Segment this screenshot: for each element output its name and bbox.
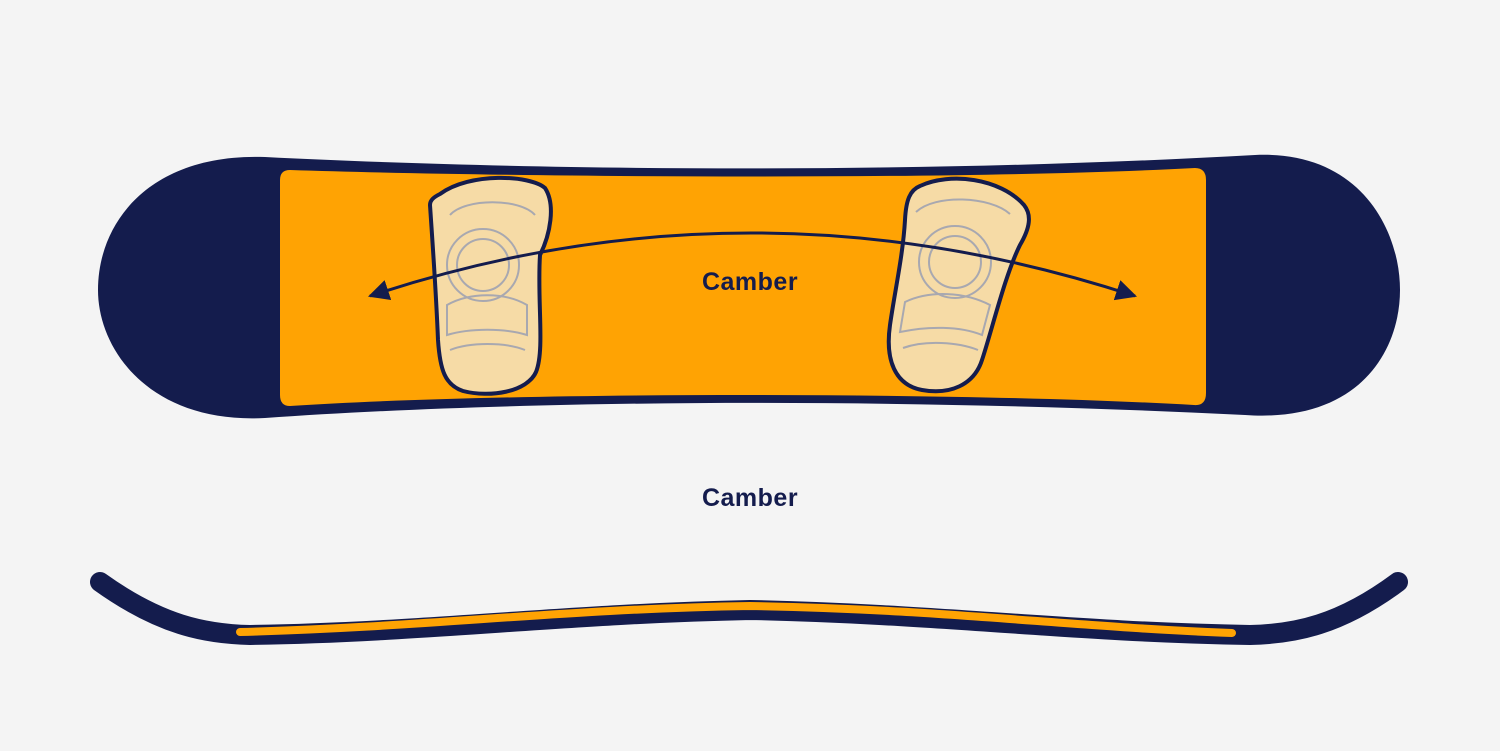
snowboard-top-view: Camber bbox=[98, 154, 1400, 419]
camber-arrow bbox=[368, 231, 1137, 301]
board-label: Camber bbox=[702, 268, 798, 296]
profile-label: Camber bbox=[702, 484, 798, 512]
snowboard-side-profile bbox=[90, 572, 1408, 646]
binding-left bbox=[427, 175, 553, 396]
profile-core bbox=[236, 601, 1236, 637]
